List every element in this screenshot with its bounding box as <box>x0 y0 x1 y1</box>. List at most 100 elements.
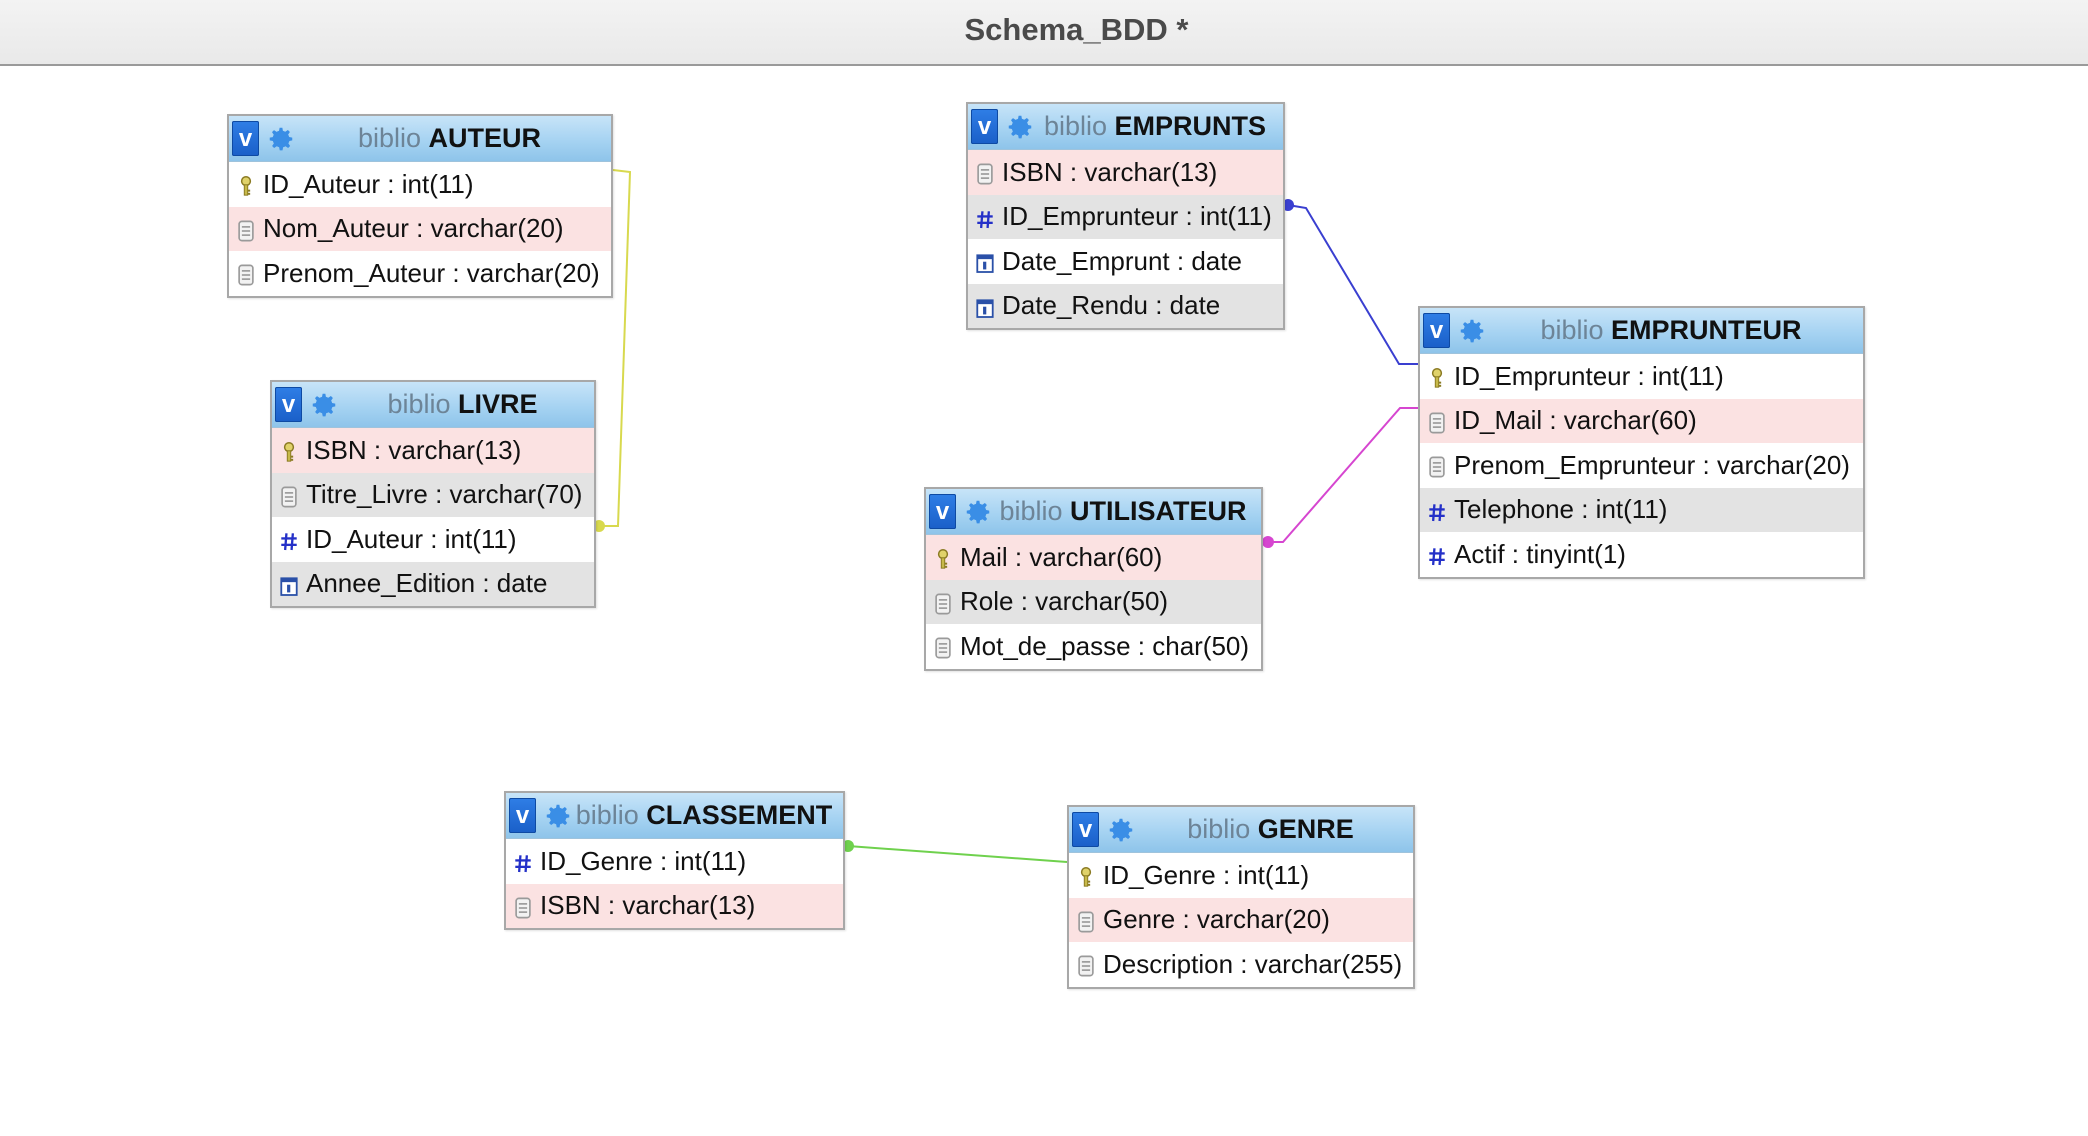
table-field-row[interactable]: ID_Mail : varchar(60) <box>1420 398 1863 443</box>
date-field-icon <box>280 573 298 596</box>
table-header[interactable]: v biblio GENRE <box>1069 807 1413 853</box>
table-header[interactable]: v biblio AUTEUR <box>229 116 611 162</box>
text-field-icon <box>1428 410 1446 434</box>
schema-name: biblio <box>999 496 1063 526</box>
field-label: Telephone : int(11) <box>1454 494 1668 525</box>
table-classement[interactable]: v biblio CLASSEMENT ID_Genre : int(11) IS… <box>504 791 845 930</box>
table-field-row[interactable]: Date_Emprunt : date <box>968 239 1283 284</box>
table-field-row[interactable]: Telephone : int(11) <box>1420 487 1863 532</box>
table-name: EMPRUNTS <box>1114 111 1267 141</box>
table-field-row[interactable]: Genre : varchar(20) <box>1069 897 1413 942</box>
collapse-toggle-icon[interactable]: v <box>929 494 956 529</box>
gear-icon[interactable] <box>963 497 993 527</box>
table-header[interactable]: v biblio EMPRUNTS <box>968 104 1283 150</box>
table-name: CLASSEMENT <box>646 800 833 830</box>
schema-name: biblio <box>1540 315 1604 345</box>
text-field-icon <box>934 591 952 615</box>
table-field-row[interactable]: Annee_Edition : date <box>272 561 594 606</box>
schema-name: biblio <box>387 389 451 419</box>
table-field-row[interactable]: Mail : varchar(60) <box>926 535 1261 580</box>
table-field-row[interactable]: ID_Auteur : int(11) <box>229 162 611 207</box>
table-header[interactable]: v biblio EMPRUNTEUR <box>1420 308 1863 354</box>
table-title: biblio EMPRUNTEUR <box>1487 315 1863 346</box>
window-titlebar: Schema_BDD * <box>0 0 2088 66</box>
table-field-row[interactable]: ISBN : varchar(13) <box>506 883 843 928</box>
gear-icon[interactable] <box>1106 815 1136 845</box>
table-field-row[interactable]: ISBN : varchar(13) <box>968 150 1283 195</box>
field-label: ISBN : varchar(13) <box>306 434 522 465</box>
table-field-row[interactable]: Mot_de_passe : char(50) <box>926 624 1261 669</box>
field-label: ID_Emprunteur : int(11) <box>1454 360 1724 391</box>
field-label: ISBN : varchar(13) <box>1002 156 1218 187</box>
field-label: ISBN : varchar(13) <box>540 890 756 921</box>
table-header[interactable]: v biblio CLASSEMENT <box>506 793 843 839</box>
table-header[interactable]: v biblio LIVRE <box>272 382 594 428</box>
table-name: UTILISATEUR <box>1070 496 1247 526</box>
table-field-row[interactable]: Titre_Livre : varchar(70) <box>272 472 594 517</box>
table-name: EMPRUNTEUR <box>1611 315 1802 345</box>
table-emprunts[interactable]: v biblio EMPRUNTS ISBN : varchar(13) ID_E… <box>966 102 1285 330</box>
table-field-row[interactable]: ISBN : varchar(13) <box>272 428 594 473</box>
field-label: Mail : varchar(60) <box>960 541 1163 572</box>
text-field-icon <box>976 161 994 185</box>
table-field-row[interactable]: Role : varchar(50) <box>926 579 1261 624</box>
field-label: Date_Emprunt : date <box>1002 245 1242 276</box>
gear-icon[interactable] <box>309 390 339 420</box>
gear-icon[interactable] <box>1457 316 1487 346</box>
field-list: ID_Emprunteur : int(11) ID_Mail : varchar… <box>1420 354 1863 577</box>
field-label: Actif : tinyint(1) <box>1454 538 1626 569</box>
gear-icon[interactable] <box>266 124 296 154</box>
schema-name: biblio <box>575 800 639 830</box>
field-list: ID_Genre : int(11) ISBN : varchar(13) <box>506 839 843 928</box>
table-field-row[interactable]: Description : varchar(255) <box>1069 942 1413 987</box>
text-field-icon <box>1077 953 1095 977</box>
field-label: ID_Genre : int(11) <box>1103 859 1310 890</box>
relation-line <box>1268 407 1419 543</box>
table-field-row[interactable]: ID_Genre : int(11) <box>1069 853 1413 898</box>
primary-key-icon <box>237 173 255 196</box>
primary-key-icon <box>1077 864 1095 887</box>
table-emprunteur[interactable]: v biblio EMPRUNTEUR ID_Emprunteur : int(… <box>1418 306 1865 579</box>
table-field-row[interactable]: ID_Emprunteur : int(11) <box>968 194 1283 239</box>
numeric-field-icon <box>514 850 532 873</box>
collapse-toggle-icon[interactable]: v <box>509 798 536 833</box>
table-field-row[interactable]: Actif : tinyint(1) <box>1420 532 1863 577</box>
numeric-field-icon <box>280 528 298 551</box>
field-label: ID_Mail : varchar(60) <box>1454 405 1697 436</box>
table-name: LIVRE <box>458 389 538 419</box>
table-livre[interactable]: v biblio LIVRE ISBN : varchar(13) Titre_L… <box>270 380 596 608</box>
window-title: Schema_BDD * <box>964 12 1189 47</box>
field-list: ID_Genre : int(11) Genre : varchar(20)Des… <box>1069 853 1413 987</box>
collapse-toggle-icon[interactable]: v <box>971 109 998 144</box>
table-field-row[interactable]: Date_Rendu : date <box>968 283 1283 328</box>
collapse-toggle-icon[interactable]: v <box>232 121 259 156</box>
relation-line <box>847 845 1068 863</box>
text-field-icon <box>280 484 298 508</box>
table-name: AUTEUR <box>428 123 542 153</box>
field-label: ID_Auteur : int(11) <box>263 168 474 199</box>
table-field-row[interactable]: Nom_Auteur : varchar(20) <box>229 206 611 251</box>
table-field-row[interactable]: Prenom_Emprunteur : varchar(20) <box>1420 443 1863 488</box>
table-field-row[interactable]: Prenom_Auteur : varchar(20) <box>229 251 611 296</box>
field-label: Prenom_Emprunteur : varchar(20) <box>1454 449 1850 480</box>
relation-line <box>1287 204 1419 365</box>
field-label: ID_Auteur : int(11) <box>306 523 517 554</box>
table-genre[interactable]: v biblio GENRE ID_Genre : int(11) Genre :… <box>1067 805 1415 989</box>
table-auteur[interactable]: v biblio AUTEUR ID_Auteur : int(11) Nom_A… <box>227 114 613 298</box>
numeric-field-icon <box>1428 499 1446 521</box>
schema-name: biblio <box>1043 111 1107 141</box>
primary-key-icon <box>280 439 298 462</box>
collapse-toggle-icon[interactable]: v <box>1423 313 1450 348</box>
table-field-row[interactable]: ID_Emprunteur : int(11) <box>1420 354 1863 399</box>
primary-key-icon <box>1428 365 1446 388</box>
table-utilisateur[interactable]: v biblio UTILISATEUR Mail : varchar(60) R… <box>924 487 1263 671</box>
field-label: Prenom_Auteur : varchar(20) <box>263 257 600 288</box>
table-field-row[interactable]: ID_Auteur : int(11) <box>272 517 594 562</box>
collapse-toggle-icon[interactable]: v <box>1072 812 1099 847</box>
gear-icon[interactable] <box>543 801 573 831</box>
table-field-row[interactable]: ID_Genre : int(11) <box>506 839 843 884</box>
table-header[interactable]: v biblio UTILISATEUR <box>926 489 1261 535</box>
collapse-toggle-icon[interactable]: v <box>275 387 302 422</box>
field-list: ISBN : varchar(13) ID_Emprunteur : int(11… <box>968 150 1283 328</box>
gear-icon[interactable] <box>1005 112 1035 142</box>
